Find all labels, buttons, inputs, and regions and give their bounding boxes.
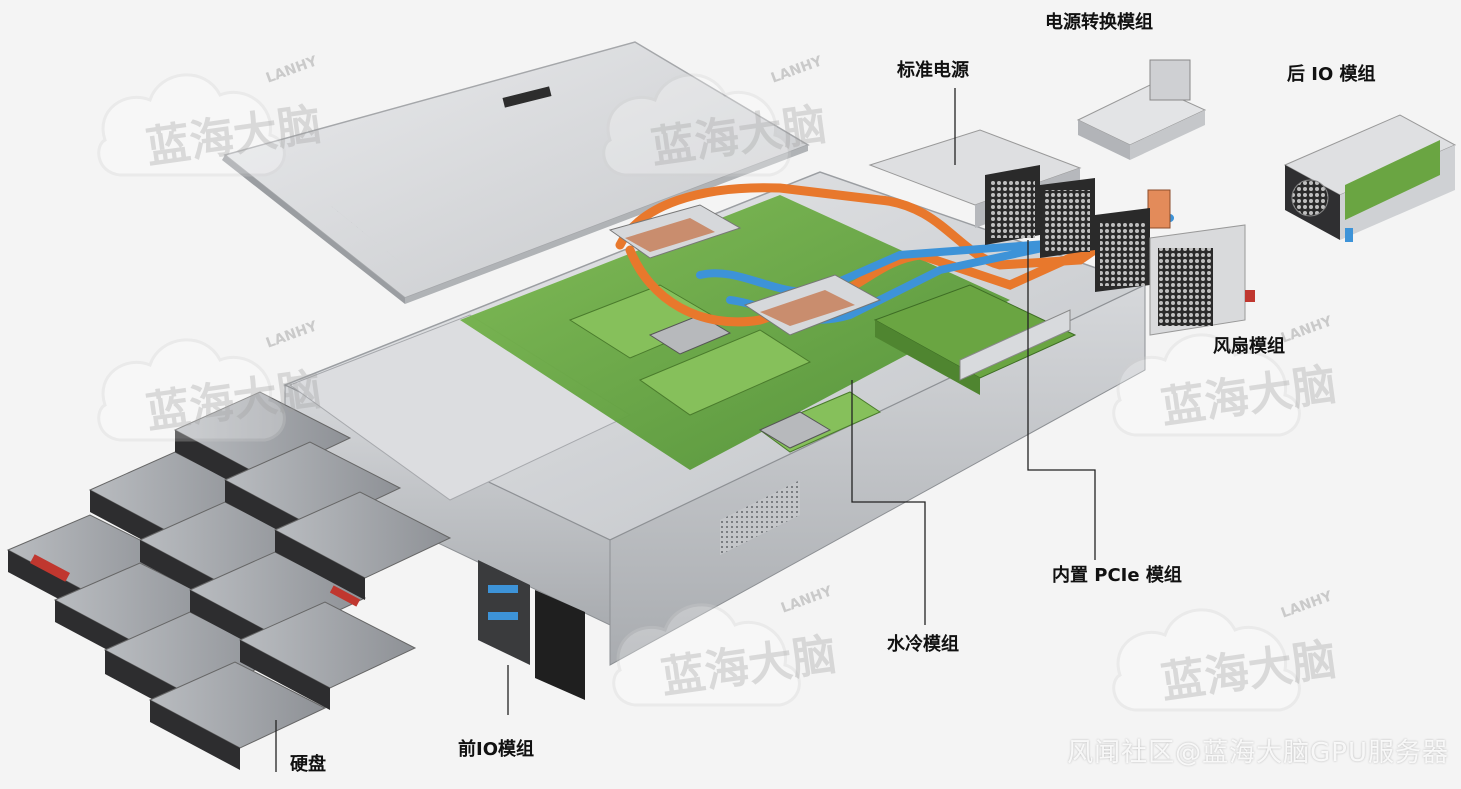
fan-module: [985, 165, 1255, 336]
rear-io-module: [1283, 114, 1457, 242]
top-cover: [222, 41, 810, 304]
label-fan-module: 风扇模组: [1213, 336, 1285, 357]
leader-pcie: [1027, 240, 1096, 560]
drive: [238, 601, 417, 710]
pcie-module: [873, 284, 1077, 395]
hard-drives: [6, 391, 452, 770]
leader-lines: [275, 88, 1096, 772]
label-rear-io-module: 后 IO 模组: [1287, 64, 1376, 85]
label-pcie-module: 内置 PCIe 模组: [1052, 565, 1182, 586]
leader-water: [851, 380, 926, 625]
label-water-cooling-module: 水冷模组: [887, 634, 959, 655]
label-standard-power: 标准电源: [897, 60, 969, 81]
label-hard-drive: 硬盘: [290, 754, 326, 775]
watermark-footer: 风闻社区@蓝海大脑GPU服务器: [1067, 738, 1449, 768]
water-cooling-module: [608, 183, 1174, 336]
watermark-logos: [97, 73, 1301, 712]
drive: [273, 491, 452, 607]
power-conversion-module: [1076, 59, 1207, 160]
label-front-io-module: 前IO模组: [458, 739, 534, 760]
label-power-conversion-module: 电源转换模组: [1045, 12, 1153, 33]
drive: [148, 661, 327, 770]
